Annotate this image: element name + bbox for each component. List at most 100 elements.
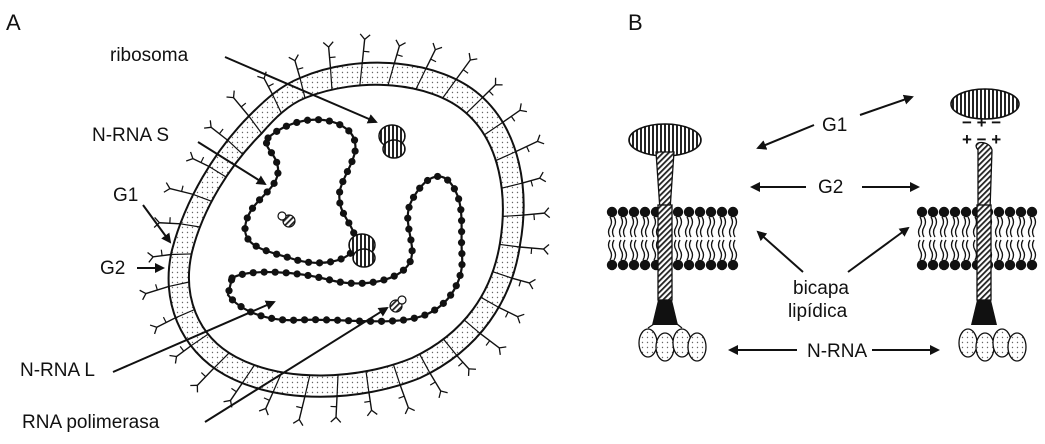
lipid-head	[618, 207, 628, 217]
lipid-tail	[730, 240, 733, 260]
lipid-tail	[974, 240, 977, 260]
spike-branch	[296, 407, 302, 408]
spike-branch	[259, 409, 266, 412]
lipid-head	[939, 207, 949, 217]
spike-branch	[364, 401, 370, 402]
lipid-tail	[646, 217, 649, 237]
bead	[407, 258, 414, 265]
lipid-tail	[620, 240, 623, 260]
spike-branch	[182, 186, 183, 192]
lipid-head	[673, 260, 683, 270]
bead	[337, 279, 344, 286]
lipid-head	[961, 207, 971, 217]
arrow-bicapa-right	[848, 228, 908, 272]
spike-branch	[518, 317, 520, 324]
spike-branch	[204, 127, 211, 128]
spike-stem	[480, 333, 499, 347]
bead	[457, 206, 464, 213]
bead	[304, 272, 311, 279]
bead	[270, 180, 277, 187]
bead	[301, 316, 308, 323]
spike-branch	[486, 341, 490, 346]
lipid-tail	[996, 240, 999, 260]
bead	[339, 178, 346, 185]
lipid-head	[706, 207, 716, 217]
bead	[274, 170, 281, 177]
lipid-tail	[1000, 240, 1003, 260]
bead	[458, 250, 465, 257]
lipid-tail	[642, 240, 645, 260]
spike-branch	[166, 183, 170, 189]
spike-branch	[544, 249, 549, 254]
bead	[249, 205, 256, 212]
lipid-head	[917, 260, 927, 270]
lipid-tail	[701, 240, 704, 260]
spike-branch	[372, 410, 378, 414]
spike-branch	[289, 57, 295, 60]
lipid-tail	[624, 240, 627, 260]
spike-branch	[363, 51, 369, 52]
spike-branch	[224, 400, 231, 401]
lipid-tail	[941, 240, 944, 260]
spike-branch	[297, 68, 303, 70]
lipid-head	[640, 260, 650, 270]
spike-branch	[529, 279, 535, 282]
lipid-head	[994, 207, 1004, 217]
lipid-tail	[675, 240, 678, 260]
label-g2-a: G2	[100, 258, 125, 279]
lipid-tail	[1029, 217, 1032, 237]
spike-branch	[408, 408, 414, 411]
lipid-tail	[635, 240, 638, 260]
lipid-tail	[956, 217, 959, 237]
spike-branch	[469, 53, 470, 60]
spike-branch	[433, 43, 435, 50]
lipid-tail	[679, 217, 682, 237]
spike-branch	[506, 312, 509, 317]
bead	[334, 317, 341, 324]
spike-branch	[540, 178, 546, 181]
bead	[405, 204, 412, 211]
spike-branch	[161, 250, 162, 256]
bead	[340, 210, 347, 217]
bead	[294, 270, 301, 277]
bead	[273, 128, 280, 135]
lipid-head	[695, 207, 705, 217]
lipid-tail	[941, 217, 944, 237]
lipid-head	[950, 207, 960, 217]
lipid-tail	[631, 240, 634, 260]
charge-row-bottom: + − +	[962, 130, 1001, 149]
lipid-tail	[712, 240, 715, 260]
bead	[405, 226, 412, 233]
lipid-tail	[1022, 217, 1025, 237]
lipid-tail	[723, 217, 726, 237]
lipid-tail	[675, 217, 678, 237]
bead	[348, 158, 355, 165]
lipid-tail	[1007, 217, 1010, 237]
bead	[327, 258, 334, 265]
lipid-tail	[952, 240, 955, 260]
bead	[293, 119, 300, 126]
spike-branch	[295, 55, 298, 61]
lipid-tail	[952, 217, 955, 237]
bead	[244, 214, 251, 221]
nrna-globules-right	[959, 329, 1026, 361]
spike-branch	[140, 290, 146, 293]
spike-branch	[537, 141, 544, 143]
spike-branch	[544, 208, 549, 213]
spike-branch	[360, 34, 364, 39]
bead	[244, 235, 251, 242]
bead	[456, 272, 463, 279]
bead	[359, 280, 366, 287]
spike-branch	[511, 116, 514, 121]
spike-branch	[458, 362, 462, 366]
bead	[411, 315, 418, 322]
lipid-head	[717, 260, 727, 270]
lipid-tail	[919, 240, 922, 260]
lipid-tail	[690, 240, 693, 260]
arrow-g1-b-left	[758, 125, 814, 148]
glycoprotein-complex-left	[629, 124, 706, 361]
bead	[409, 247, 416, 254]
lipid-head	[717, 207, 727, 217]
panel-label-b: B	[628, 10, 643, 35]
